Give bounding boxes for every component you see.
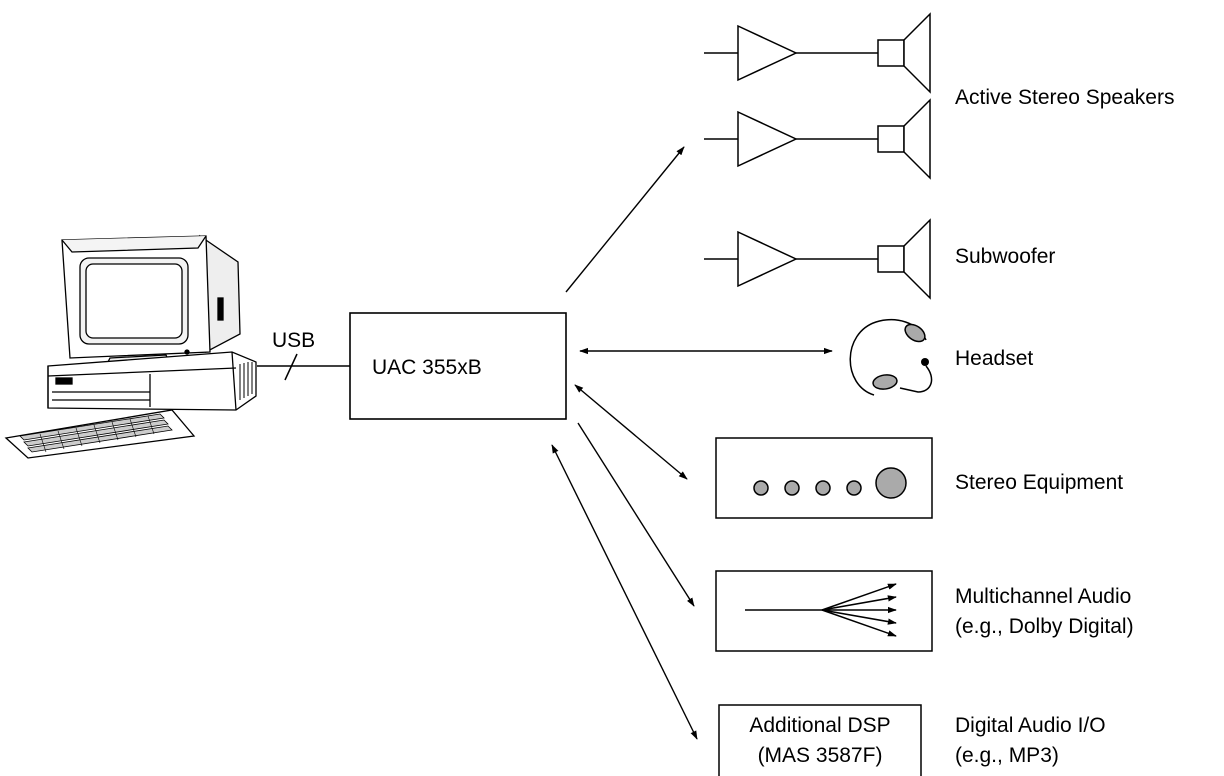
usb-slash [284, 353, 298, 381]
arrow-multichannel [577, 422, 695, 607]
arrow-to-speakers [565, 146, 685, 293]
computer-icon [4, 234, 257, 459]
speaker-symbol-2 [704, 98, 931, 180]
arrow-dsp [551, 444, 698, 740]
speaker-symbol-1 [704, 12, 931, 94]
digital-io-label-line1: Digital Audio I/O [955, 714, 1106, 737]
headset-label: Headset [955, 347, 1034, 370]
dsp-box [718, 704, 922, 776]
headset-icon [849, 319, 933, 396]
stereo-equipment-label: Stereo Equipment [955, 471, 1124, 494]
dsp-box-label-line1: Additional DSP [749, 714, 891, 737]
dsp-box-label-line2: (MAS 3587F) [757, 744, 883, 767]
uac-label: UAC 355xB [372, 356, 482, 379]
arrow-stereo [574, 384, 688, 480]
multichannel-label-line1: Multichannel Audio [955, 585, 1132, 608]
multichannel-label-line2: (e.g., Dolby Digital) [955, 615, 1134, 638]
digital-io-label-line2: (e.g., MP3) [955, 744, 1059, 767]
usb-label: USB [272, 329, 316, 352]
multichannel-box [715, 570, 933, 652]
subwoofer-label: Subwoofer [955, 245, 1056, 268]
active-speakers-label: Active Stereo Speakers [955, 86, 1175, 109]
subwoofer-symbol [704, 218, 931, 300]
uac-box [349, 312, 567, 420]
stereo-equipment-box [715, 437, 933, 519]
